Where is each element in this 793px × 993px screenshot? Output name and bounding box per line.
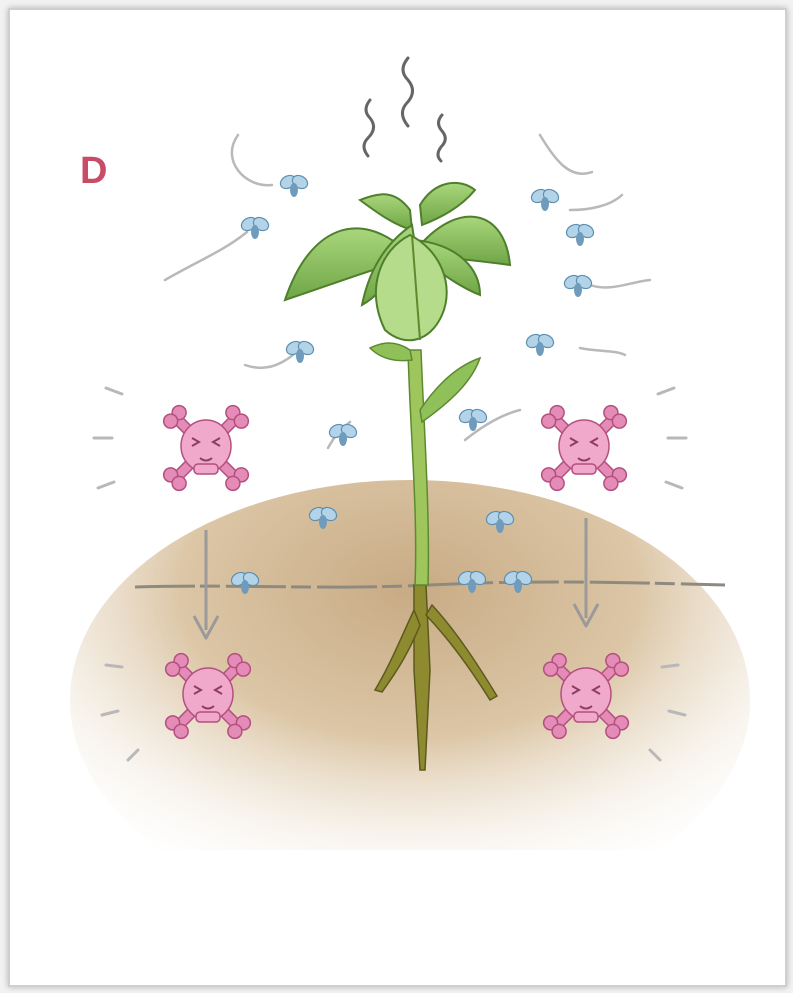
soil xyxy=(10,480,785,985)
figure-panel: D xyxy=(8,8,787,987)
odor-wisp-icon xyxy=(364,58,445,161)
skull-crossbones-icon-above-left xyxy=(161,403,252,494)
plant-defense-illustration xyxy=(10,10,785,985)
skull-crossbones-icon-above-right xyxy=(539,403,630,494)
